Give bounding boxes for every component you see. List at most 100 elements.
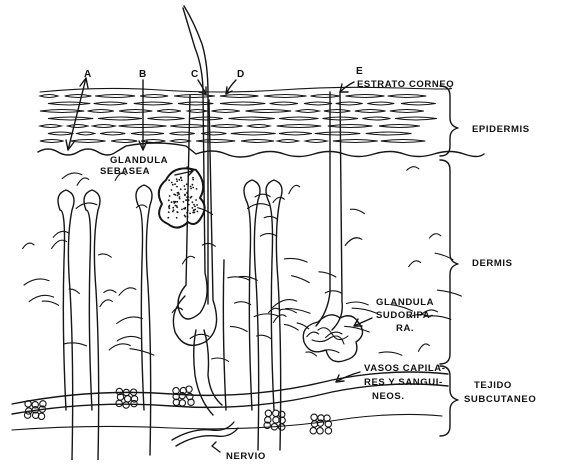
- label-epidermis: EPIDERMIS: [472, 124, 530, 135]
- corneum-band: [48, 132, 73, 135]
- gland-cell-dot: [188, 199, 190, 201]
- capillary-loop: [136, 185, 152, 455]
- gland-cell-dot: [188, 204, 190, 206]
- corneum-band: [395, 117, 437, 120]
- gland-cell-dot: [191, 196, 193, 198]
- corneum-band: [212, 110, 240, 113]
- dermis-fiber: [109, 344, 130, 350]
- gland-cell-dot: [176, 180, 178, 182]
- dermis-fiber: [347, 302, 369, 305]
- corneum-band: [366, 132, 412, 135]
- corneum-band: [333, 140, 378, 143]
- corneum-band: [65, 95, 92, 98]
- dermis-fiber: [76, 203, 97, 208]
- fat-cell: [24, 412, 30, 418]
- label-tejido-line1: TEJIDO: [474, 380, 512, 391]
- corneum-band: [157, 110, 181, 113]
- dermis-fiber: [100, 300, 113, 307]
- dermis-fiber: [183, 256, 195, 264]
- dermis-fiber: [306, 352, 316, 356]
- fat-cell: [311, 414, 317, 420]
- gland-cell-dot: [176, 217, 178, 219]
- gland-cell-dot: [193, 210, 195, 212]
- dermis-fiber: [307, 332, 319, 337]
- label-glandula-sudoripara-line1: GLANDULA: [376, 297, 434, 308]
- corneum-band: [248, 125, 270, 128]
- gland-cell-dot: [173, 209, 175, 211]
- dermis-fiber: [351, 209, 365, 213]
- corneum-band: [100, 132, 125, 135]
- dermis-fiber: [117, 317, 143, 324]
- sebaceous-gland: [159, 168, 205, 227]
- gland-cell-dot: [179, 196, 181, 198]
- gland-cell-dot: [178, 179, 180, 181]
- dermis-fiber: [117, 336, 140, 340]
- gland-cell-dot: [187, 216, 189, 218]
- gland-cell-dot: [181, 179, 183, 181]
- gland-cell-dot: [169, 205, 171, 207]
- dermis-fiber: [99, 254, 112, 257]
- corneum-band: [220, 102, 265, 105]
- gland-cell-dot: [180, 177, 182, 179]
- dermis-fiber: [230, 326, 247, 331]
- capillary-loop: [244, 180, 260, 450]
- corneum-band: [211, 125, 243, 128]
- corneum-band: [246, 110, 292, 113]
- fat-cell: [116, 400, 122, 406]
- corneum-band: [231, 132, 276, 135]
- fat-cell: [273, 410, 279, 416]
- corneum-band: [98, 117, 142, 120]
- gland-cell-dot: [186, 212, 188, 214]
- gland-cell-dot: [192, 177, 194, 179]
- dermis-fiber: [430, 234, 441, 238]
- gland-cell-dot: [176, 211, 178, 213]
- corneum-band: [131, 132, 164, 135]
- epidermis-bracket: [440, 86, 458, 156]
- gland-cell-dot: [174, 205, 176, 207]
- label-glandula-sudoripara-line3: RA.: [396, 323, 414, 334]
- corneum-band: [401, 102, 436, 105]
- fat-cell: [273, 417, 279, 423]
- corneum-band: [88, 110, 114, 113]
- dermis-fiber: [64, 343, 87, 346]
- capillary-loop: [58, 190, 74, 460]
- dermis-fiber: [23, 243, 34, 249]
- corneum-band: [379, 125, 420, 128]
- corneum-band: [68, 125, 88, 128]
- gland-cell-dot: [180, 188, 182, 190]
- corneum-band: [148, 117, 185, 120]
- corneum-band: [355, 110, 386, 113]
- corneum-band: [304, 102, 332, 105]
- gland-cell-dot: [196, 204, 198, 206]
- corneum-band: [40, 95, 58, 98]
- arrow-b-icon: [139, 80, 147, 150]
- label-glandula-sebasea-line2: SEBASEA: [100, 166, 150, 177]
- gland-cell-dot: [192, 184, 194, 186]
- gland-cell-dot: [171, 201, 173, 203]
- gland-cell-dot: [195, 199, 197, 201]
- corneum-band: [270, 102, 298, 105]
- fat-cell: [310, 428, 316, 434]
- corneum-band: [196, 140, 235, 143]
- capillary-loop: [223, 260, 226, 410]
- corneum-band: [94, 102, 127, 105]
- corneum-band: [140, 95, 168, 98]
- dermis-fiber: [235, 302, 251, 305]
- gland-cell-dot: [185, 216, 187, 218]
- dermis-fiber: [281, 309, 296, 313]
- fat-cell: [123, 402, 129, 408]
- corneum-band: [388, 95, 427, 98]
- corneum-band: [40, 140, 64, 143]
- letter-a: A: [84, 69, 91, 80]
- corneum-band: [220, 95, 259, 98]
- dermis-fiber: [273, 197, 284, 202]
- corneum-band: [71, 140, 106, 143]
- gland-cell-dot: [192, 207, 194, 209]
- gland-cell-dot: [190, 186, 192, 188]
- gland-cell-dot: [189, 213, 191, 215]
- gland-cell-dot: [193, 204, 195, 206]
- dermis-fiber: [53, 231, 68, 237]
- corneum-band: [190, 117, 223, 120]
